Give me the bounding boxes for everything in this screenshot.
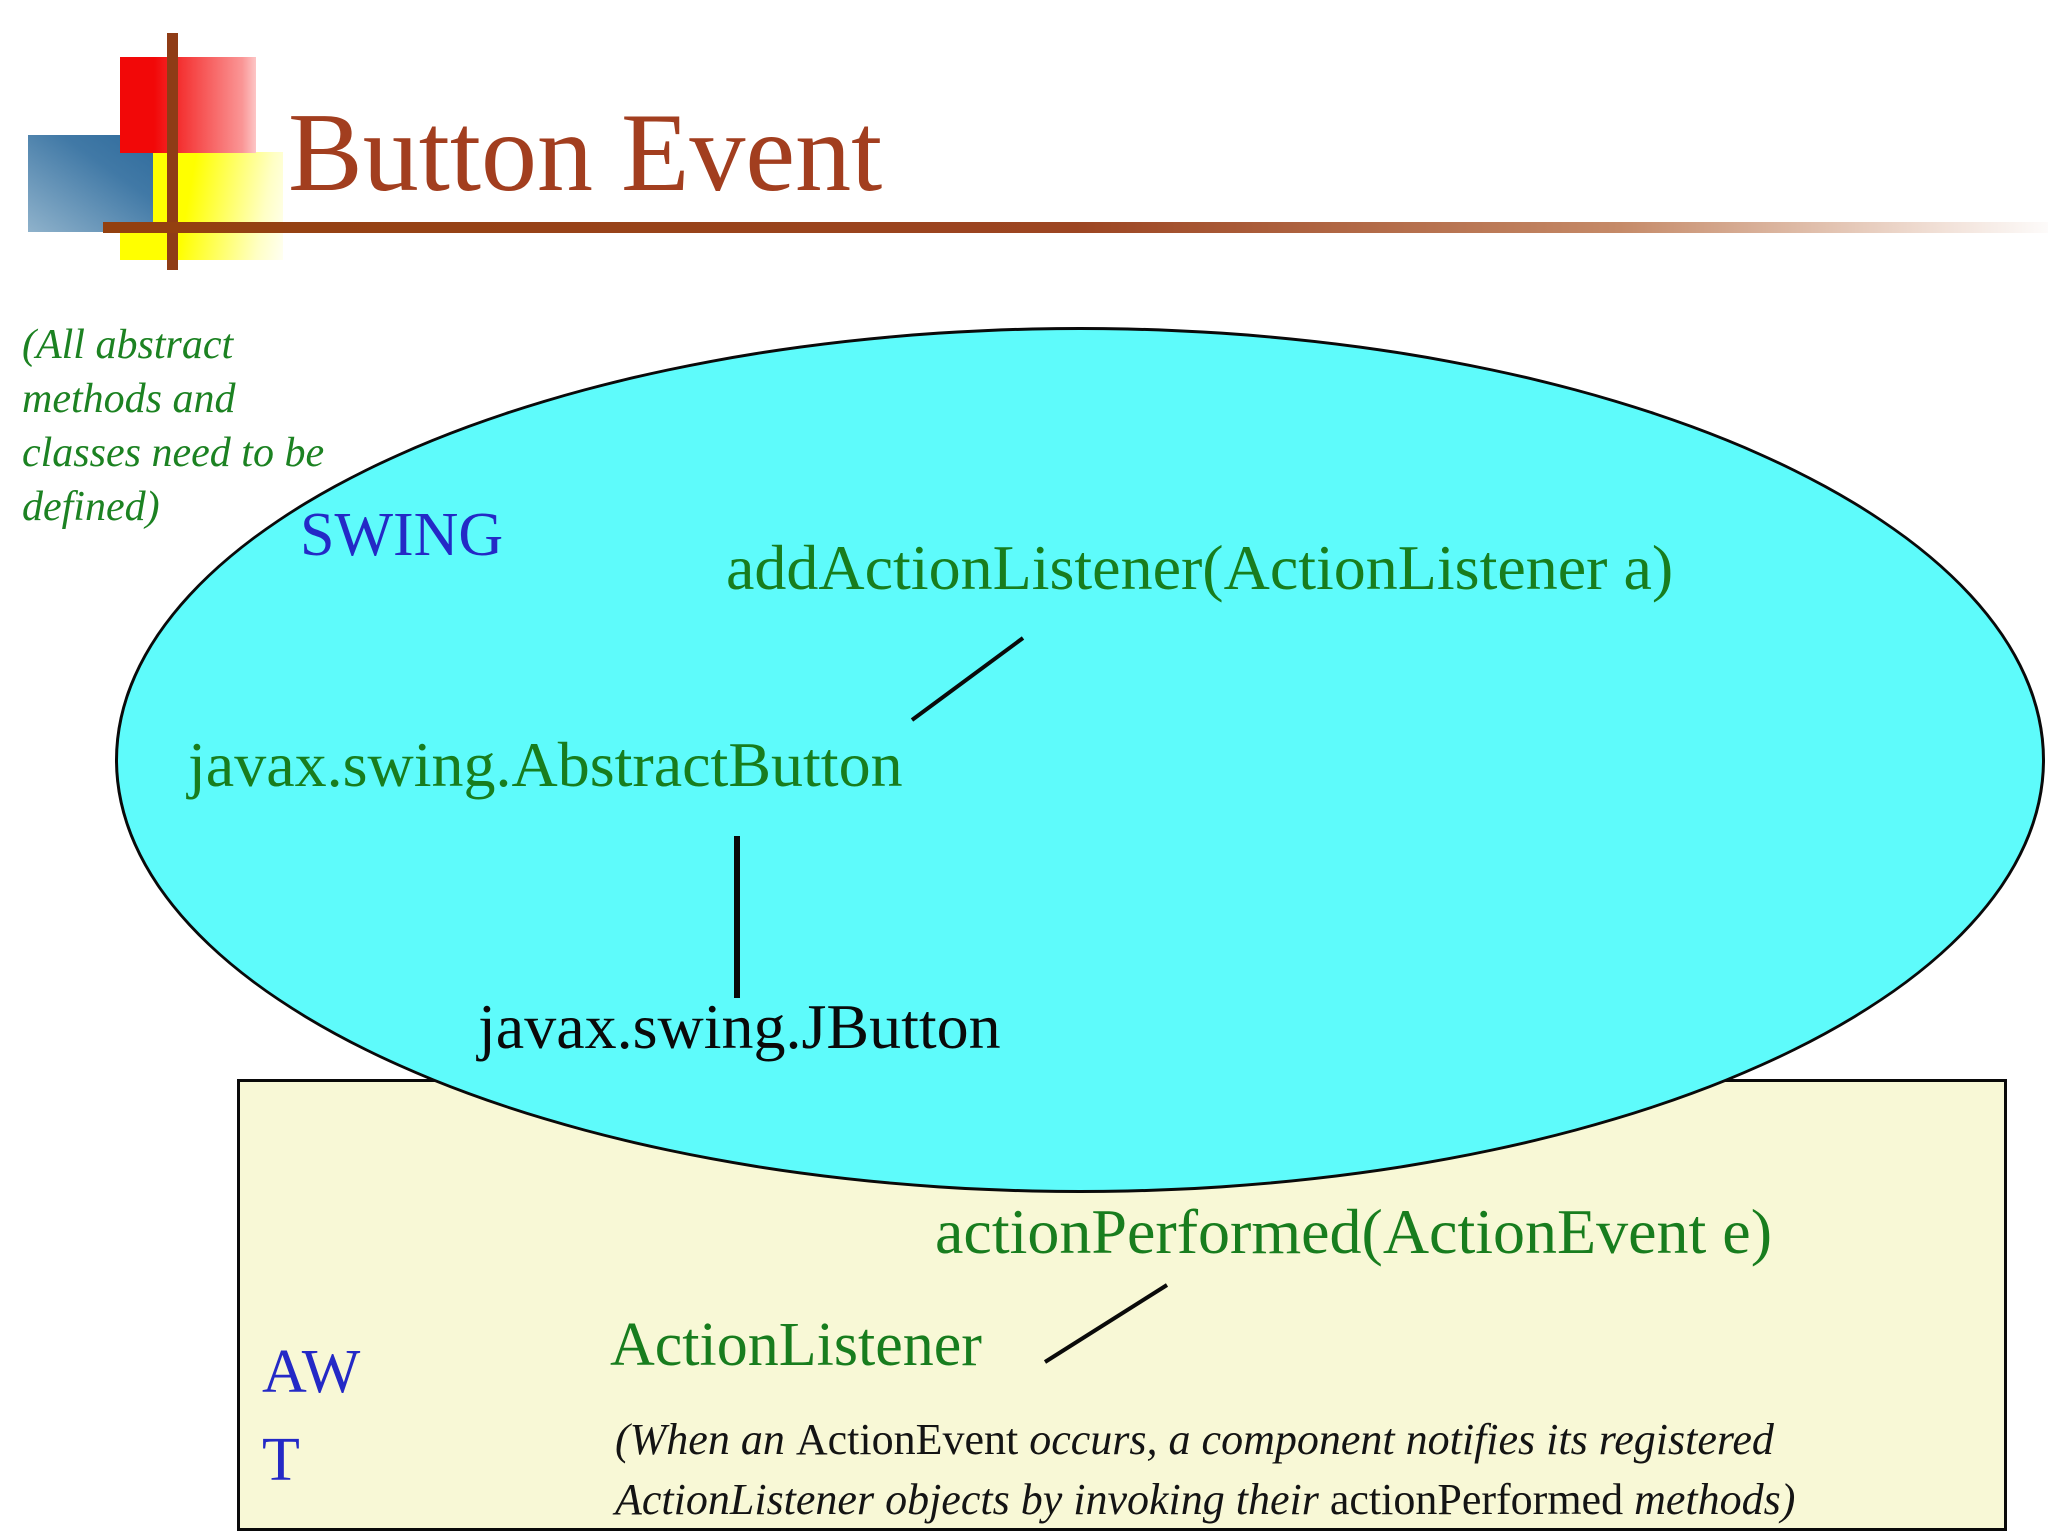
abstract-note-line: methods and [22, 376, 236, 422]
abstract-note-line: classes need to be [22, 430, 325, 476]
caption-code-term: ActionEvent [795, 1415, 1019, 1464]
abstract-note-line: defined) [22, 484, 160, 530]
caption-code-term: actionPerformed [1329, 1475, 1624, 1524]
awt-label-line-2: T [262, 1426, 300, 1494]
caption-text: (When an [615, 1415, 796, 1464]
logo-red-square [120, 57, 256, 153]
abstract-note: (All abstract methods and classes need t… [22, 318, 324, 534]
awt-region-label: AW T [262, 1328, 360, 1504]
awt-caption: (When an ActionEvent occurs, a component… [615, 1410, 1795, 1530]
swing-region-label: SWING [300, 501, 504, 569]
caption-text: ActionListener objects by invoking their [615, 1475, 1330, 1524]
action-listener-interface-label: ActionListener [610, 1311, 982, 1379]
logo-vertical-line [167, 33, 178, 270]
awt-caption-line-2: ActionListener objects by invoking their… [615, 1470, 1795, 1530]
page-title: Button Event [288, 91, 883, 215]
swing-region-ellipse [115, 327, 2045, 1193]
title-underline-rule [103, 222, 2048, 233]
add-action-listener-method-label: addActionListener(ActionListener a) [726, 532, 1674, 603]
action-performed-method-label: actionPerformed(ActionEvent e) [935, 1196, 1772, 1267]
jbutton-class-label: javax.swing.JButton [478, 991, 1001, 1062]
caption-text: methods) [1623, 1475, 1796, 1524]
awt-label-line-1: AW [262, 1338, 361, 1406]
abstract-button-class-label: javax.swing.AbstractButton [188, 729, 903, 800]
caption-text: occurs, a component notifies its registe… [1018, 1415, 1774, 1464]
abstract-note-line: (All abstract [22, 322, 234, 368]
awt-caption-line-1: (When an ActionEvent occurs, a component… [615, 1410, 1795, 1470]
